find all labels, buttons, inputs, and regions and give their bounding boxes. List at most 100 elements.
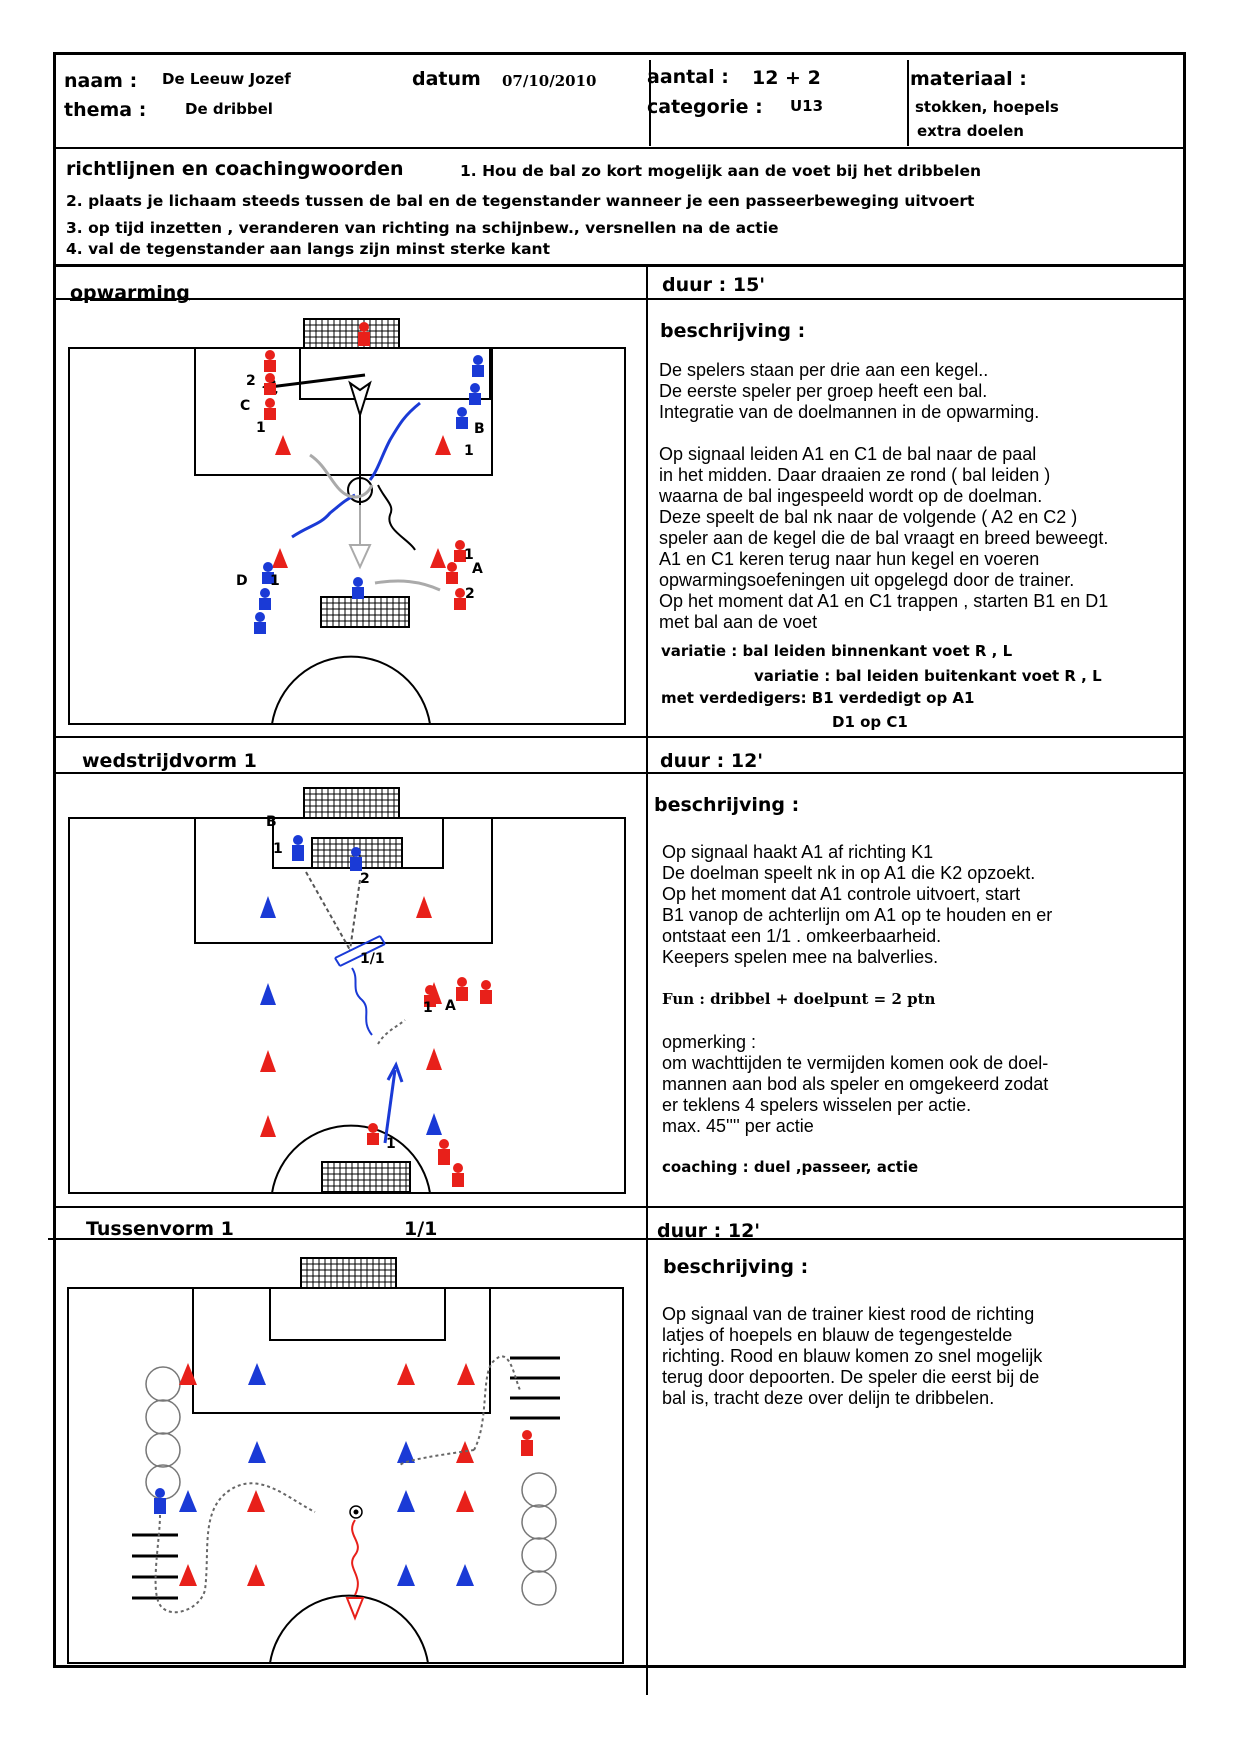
- section-duration: duur : 15': [662, 274, 766, 296]
- guideline-item: 2. plaats je lichaam steeds tussen de ba…: [66, 192, 975, 210]
- variatie-2: variatie : bal leiden buitenkant voet R …: [754, 667, 1102, 685]
- naam-label: naam :: [64, 70, 138, 92]
- description-line: speler aan de kegel die de bal vraagt en…: [659, 528, 1109, 548]
- guidelines-divider: [53, 264, 1186, 267]
- diagram-tussenvorm: [67, 1257, 624, 1664]
- opmerking-line: max. 45'''' per actie: [662, 1116, 814, 1136]
- player-blue: [154, 1488, 166, 1514]
- cone-red: [430, 548, 446, 568]
- player-red-group: [367, 977, 492, 1187]
- penalty-area: [194, 817, 493, 944]
- column-divider: [646, 265, 648, 1695]
- description-line: bal is, tracht deze over delijn te dribb…: [662, 1388, 995, 1408]
- description-line: waarna de bal ingespeeld wordt op de doe…: [659, 486, 1043, 506]
- cone-blue: [179, 1490, 197, 1512]
- label-one: 1: [464, 443, 474, 459]
- description-title: beschrijving :: [654, 794, 800, 816]
- verdedigers-1: met verdedigers: B1 verdedigt op A1: [661, 689, 975, 707]
- opmerking-line: er teklens 4 spelers wisselen per actie.: [662, 1095, 972, 1115]
- frame-left: [53, 52, 56, 1667]
- datum-value: 07/10/2010: [502, 72, 597, 90]
- description-line: De eerste speler per groep heeft een bal…: [659, 381, 988, 401]
- materiaal-label: materiaal :: [910, 68, 1027, 90]
- label-a: A: [445, 998, 456, 1014]
- cone-red: [179, 1363, 197, 1385]
- cone-blue: [397, 1490, 415, 1512]
- player-blue-group: [292, 835, 362, 871]
- guideline-item: 3. op tijd inzetten , veranderen van ric…: [66, 219, 779, 237]
- description-spacer: [659, 423, 1108, 444]
- opmerking-line: mannen aan bod als speler en omgekeerd z…: [662, 1074, 1049, 1094]
- header-col-divider-1: [649, 60, 651, 146]
- label-one: 1: [464, 547, 474, 563]
- label-c: C: [240, 398, 250, 414]
- section-duration: duur : 12': [660, 750, 764, 772]
- description-line: Op het moment dat A1 en C1 trappen , sta…: [659, 591, 1109, 611]
- cone-red: [426, 1048, 442, 1070]
- description-line: Deze speelt de bal nk naar de volgende (…: [659, 507, 1078, 527]
- cone-red: [456, 1441, 474, 1463]
- opmerking-line: om wachttijden te vermijden komen ook de…: [662, 1053, 1049, 1073]
- naam-value: De Leeuw Jozef: [162, 70, 291, 88]
- label-two: 2: [360, 871, 370, 887]
- cone-red: [275, 435, 291, 455]
- cone-blue: [260, 896, 276, 918]
- pitch-outline: [67, 1287, 624, 1664]
- ball: [349, 1505, 363, 1519]
- top-goal-net: [303, 318, 400, 349]
- cone-blue: [397, 1564, 415, 1586]
- center-circle: [269, 1594, 429, 1664]
- aantal-label: aantal :: [647, 66, 729, 88]
- cone-blue: [456, 1564, 474, 1586]
- verdedigers-2: D1 op C1: [832, 713, 908, 731]
- cone-red: [435, 435, 451, 455]
- frame-top: [53, 52, 1186, 55]
- description-line: richting. Rood en blauw komen zo snel mo…: [662, 1346, 1043, 1366]
- label-a: A: [472, 561, 483, 577]
- description-line: Op signaal van de trainer kiest rood de …: [662, 1304, 1035, 1324]
- top-goal-net: [300, 1257, 397, 1289]
- pass-arrow: [269, 373, 366, 389]
- pass-line: [305, 871, 351, 951]
- cone-red: [456, 1490, 474, 1512]
- description-line: in het midden. Daar draaien ze rond ( ba…: [659, 465, 1051, 485]
- description-line: A1 en C1 keren terug naar hun kegel en v…: [659, 549, 1040, 569]
- section-description: Op signaal van de trainer kiest rood de …: [662, 1304, 1042, 1409]
- top-goal-net: [303, 787, 400, 819]
- gate-k1: [334, 935, 386, 967]
- description-line: met bal aan de voet: [659, 612, 818, 632]
- materiaal-line1: stokken, hoepels: [915, 98, 1059, 116]
- opmerking-line: opmerking :: [662, 1032, 757, 1052]
- dribble-path-blue: [368, 401, 421, 481]
- dribble-path-red: [351, 1519, 359, 1596]
- section-subtitle: 1/1: [404, 1218, 438, 1240]
- aantal-value: 12 + 2: [752, 67, 821, 89]
- description-line: B1 vanop de achterlijn om A1 op te houde…: [662, 905, 1053, 925]
- cone-red: [247, 1490, 265, 1512]
- description-title: beschrijving :: [660, 320, 806, 342]
- sticks-right: [510, 1356, 560, 1420]
- small-goal: [320, 596, 410, 628]
- run-path-blue: [154, 1482, 316, 1614]
- description-line: Op signaal leiden A1 en C1 de bal naar d…: [659, 444, 1037, 464]
- section-title-tussenvorm: Tussenvorm 1: [86, 1218, 234, 1240]
- center-circle: [271, 655, 431, 725]
- description-title: beschrijving :: [663, 1256, 809, 1278]
- guideline-item: 4. val de tegenstander aan langs zijn mi…: [66, 240, 550, 258]
- pitch-outline: [68, 347, 626, 725]
- sec1-title-divider: [53, 298, 1186, 300]
- fun-line: Fun : dribbel + doelpunt = 2 ptn: [662, 990, 936, 1008]
- player-red: [521, 1430, 533, 1456]
- label-b: B: [266, 814, 277, 830]
- label-two: 2: [465, 586, 475, 602]
- description-line: terug door depoorten. De speler die eers…: [662, 1367, 1040, 1387]
- sec3-divider: [53, 1206, 1186, 1208]
- description-line: Integratie van de doelmannen in de opwar…: [659, 402, 1040, 422]
- cone-blue: [397, 1441, 415, 1463]
- thema-value: De dribbel: [185, 100, 273, 118]
- label-one: 1: [256, 420, 266, 436]
- dribble-path-blue: [291, 493, 356, 539]
- guideline-item: 1. Hou de bal zo kort mogelijk aan de vo…: [460, 162, 982, 180]
- frame-right: [1183, 52, 1186, 1667]
- section-description: Op signaal haakt A1 af richting K1 De do…: [662, 842, 1052, 968]
